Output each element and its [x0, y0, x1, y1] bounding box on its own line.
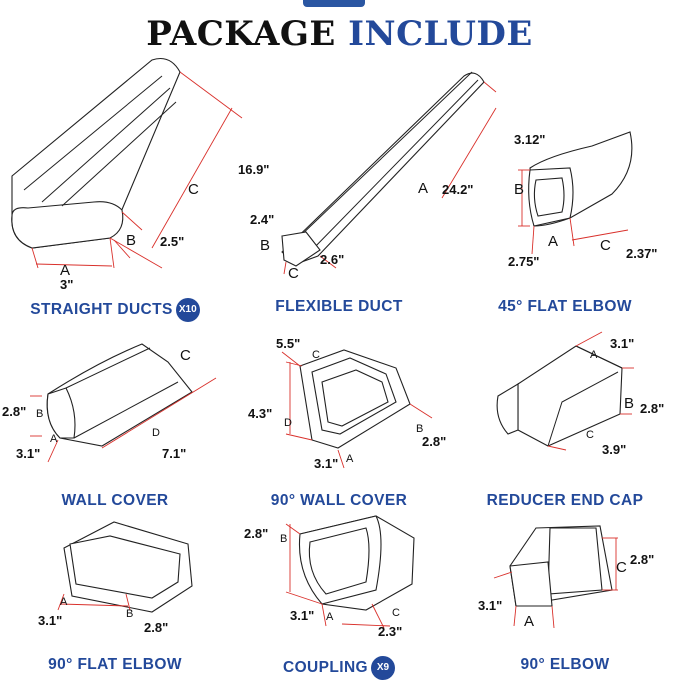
page-title: PACKAGE INCLUDE [0, 14, 679, 54]
quantity-badge: X9 [371, 656, 395, 680]
label-b: B [514, 181, 524, 198]
label-c: C [600, 237, 611, 254]
dim-b: 2.8" [144, 620, 168, 635]
45-flat-elbow-illustration: B A C 3.12" 2.75" 2.37" [508, 131, 657, 269]
dim-a: 3.1" [38, 613, 62, 628]
product-reducer-end-cap: A B C 3.1" 2.8" 3.9" REDUCER END CAP [452, 322, 678, 518]
dim-a: 3.1" [610, 336, 634, 351]
label-c: C [288, 265, 299, 282]
dim-d: 7.1" [162, 446, 186, 461]
label-a: A [326, 611, 334, 623]
product-name: 90° ELBOW [520, 656, 610, 673]
straight-duct-illustration: A B C 3" 2.5" 16.9" [11, 57, 269, 292]
label-b: B [280, 533, 287, 545]
dim-c: 16.9" [238, 162, 269, 177]
flexible-duct-illustration: A B C 24.2" 2.4" 2.6" [250, 71, 497, 282]
dim-c: 3.9" [602, 442, 626, 457]
label-c: C [616, 559, 627, 576]
label-a: A [524, 613, 534, 630]
label-c: C [586, 429, 594, 441]
dim-b: 2.8" [422, 434, 446, 449]
label-d: D [152, 427, 160, 439]
label-a: A [60, 596, 68, 608]
label-a: A [346, 453, 354, 465]
product-90-elbow: C A 2.8" 3.1" 90° ELBOW [452, 486, 678, 682]
label-c: C [312, 349, 320, 361]
dim-c: 2.37" [626, 246, 657, 261]
title-word-package: PACKAGE [146, 14, 336, 54]
dim-c: 5.5" [276, 336, 300, 351]
product-45-flat-elbow: B A C 3.12" 2.75" 2.37" 45° FLAT ELBOW [452, 128, 678, 324]
title-word-include: INCLUDE [348, 14, 533, 54]
label-b: B [260, 237, 270, 254]
dim-a: 3" [60, 277, 73, 292]
label-a: A [418, 180, 428, 197]
dim-c: 2.3" [378, 624, 402, 639]
label-c: C [180, 347, 191, 364]
product-label: STRAIGHT DUCTS [30, 301, 173, 319]
label-b: B [126, 232, 136, 249]
product-90-flat-elbow: A B 3.1" 2.8" 90° FLAT ELBOW [2, 486, 228, 682]
dim-b: 2.4" [250, 212, 274, 227]
dim-a: 3.1" [314, 456, 338, 471]
product-flexible-duct: A B C 24.2" 2.4" 2.6" FLEXIBLE DUCT [226, 71, 497, 324]
dim-b: 3.12" [514, 132, 545, 147]
product-name: REDUCER END CAP [486, 492, 644, 509]
dim-b: 2.8" [640, 401, 664, 416]
dim-c: 2.8" [630, 552, 654, 567]
label-a: A [590, 349, 598, 361]
label-a: A [50, 433, 58, 445]
90-flat-elbow-illustration: A B 3.1" 2.8" [38, 521, 193, 635]
label-b: B [126, 608, 133, 620]
coupling-illustration: B A C 2.8" 3.1" 2.3" [244, 515, 415, 639]
product-90-wall-cover: C D A B 5.5" 4.3" 3.1" 2.8" 90° WALL COV… [226, 322, 452, 518]
label-a: A [548, 233, 558, 250]
top-accent-bar [303, 0, 365, 7]
dim-a: 24.2" [442, 182, 473, 197]
90-elbow-illustration: C A 2.8" 3.1" [478, 525, 654, 630]
dim-b: 2.8" [244, 526, 268, 541]
label-b: B [624, 395, 634, 412]
quantity-badge: X10 [175, 298, 200, 322]
product-name: 45° FLAT ELBOW [498, 298, 632, 315]
label-a: A [60, 262, 70, 279]
label-b: B [416, 423, 423, 435]
dim-a: 3.1" [290, 608, 314, 623]
label-d: D [284, 417, 292, 429]
wall-cover-illustration: B A C D 2.8" 3.1" 7.1" [2, 343, 217, 463]
product-wall-cover: B A C D 2.8" 3.1" 7.1" WALL COVER [2, 322, 228, 518]
dim-d: 4.3" [248, 406, 272, 421]
product-name: 90° FLAT ELBOW [48, 656, 182, 673]
label-c: C [392, 607, 400, 619]
dim-a: 3.1" [16, 446, 40, 461]
90-wall-cover-illustration: C D A B 5.5" 4.3" 3.1" 2.8" [248, 336, 446, 471]
label-b: B [36, 408, 43, 420]
dim-b: 2.8" [2, 404, 26, 419]
product-name: 90° WALL COVER [270, 492, 408, 509]
reducer-end-cap-illustration: A B C 3.1" 2.8" 3.9" [496, 331, 664, 457]
dim-a: 3.1" [478, 598, 502, 613]
product-name: FLEXIBLE DUCT [275, 298, 403, 315]
product-name: WALL COVER [61, 492, 169, 509]
product-label: COUPLING [282, 659, 368, 677]
dim-a: 2.75" [508, 254, 539, 269]
label-c: C [188, 181, 199, 198]
dim-b: 2.5" [160, 234, 184, 249]
dim-c: 2.6" [320, 252, 344, 267]
